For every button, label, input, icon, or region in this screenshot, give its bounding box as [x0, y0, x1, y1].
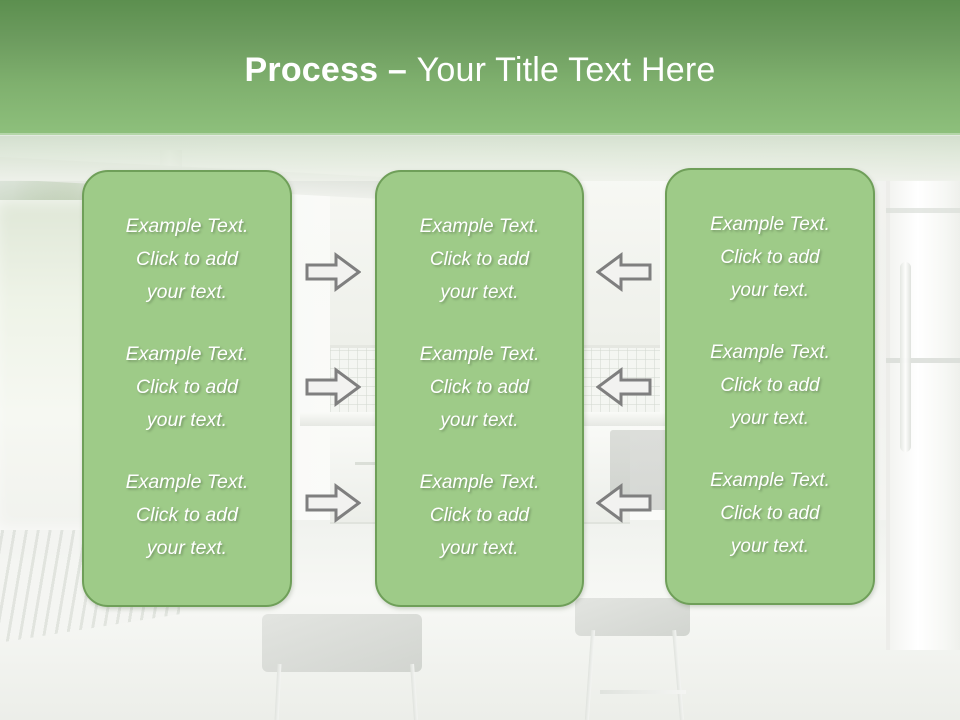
- process-text-2-1[interactable]: Example Text. Click to add your text.: [391, 210, 569, 309]
- process-text-line: Example Text.: [125, 343, 249, 365]
- process-text-line: your text.: [440, 410, 519, 431]
- process-text-line: Example Text.: [710, 342, 830, 363]
- process-text-line: your text.: [730, 280, 810, 301]
- process-text-line: Click to add: [720, 247, 820, 268]
- title-banner: Process – Your Title Text Here: [0, 0, 960, 135]
- process-text-line: Click to add: [429, 505, 530, 526]
- process-text-2-3[interactable]: Example Text. Click to add your text.: [391, 466, 569, 565]
- process-text-line: Click to add: [720, 503, 820, 524]
- process-text-line: your text.: [440, 538, 519, 559]
- process-text-line: your text.: [440, 282, 519, 303]
- process-text-line: Example Text.: [419, 344, 540, 365]
- process-text-line: your text.: [146, 537, 228, 559]
- process-text-line: Example Text.: [125, 471, 249, 493]
- page-title-rest: Your Title Text Here: [416, 51, 716, 89]
- arrow-right-icon[interactable]: [305, 483, 361, 523]
- arrow-left-icon[interactable]: [596, 367, 652, 407]
- process-text-line: Example Text.: [125, 215, 249, 237]
- process-text-line: Example Text.: [710, 470, 830, 491]
- page-title: Process – Your Title Text Here: [0, 50, 960, 90]
- background-refrigerator: [886, 180, 960, 650]
- process-text-1-3[interactable]: Example Text. Click to add your text.: [98, 466, 276, 565]
- process-text-line: Click to add: [429, 377, 530, 398]
- process-box-1[interactable]: Example Text. Click to add your text. Ex…: [82, 170, 292, 607]
- background-refrigerator-handle: [900, 262, 911, 452]
- header-divider: [0, 133, 960, 136]
- arrow-left-icon[interactable]: [596, 483, 652, 523]
- process-text-2-2[interactable]: Example Text. Click to add your text.: [391, 338, 569, 437]
- process-box-3[interactable]: Example Text. Click to add your text. Ex…: [665, 168, 875, 605]
- page-title-dash: –: [378, 51, 417, 89]
- process-text-line: Click to add: [136, 248, 238, 270]
- arrow-left-icon[interactable]: [596, 252, 652, 292]
- process-text-line: your text.: [146, 409, 228, 431]
- process-box-2[interactable]: Example Text. Click to add your text. Ex…: [375, 170, 584, 607]
- process-text-line: your text.: [146, 281, 228, 303]
- process-text-3-2[interactable]: Example Text. Click to add your text.: [681, 336, 859, 435]
- process-text-line: Example Text.: [419, 216, 540, 237]
- arrow-right-icon[interactable]: [305, 367, 361, 407]
- process-text-line: Click to add: [720, 375, 820, 396]
- process-text-line: Click to add: [136, 376, 238, 398]
- process-text-3-3[interactable]: Example Text. Click to add your text.: [681, 464, 859, 563]
- process-text-line: Click to add: [429, 249, 530, 270]
- arrow-right-icon[interactable]: [305, 252, 361, 292]
- background-refrigerator-seam: [886, 358, 960, 363]
- process-text-line: Example Text.: [419, 472, 540, 493]
- process-text-line: your text.: [730, 408, 810, 429]
- process-text-1-1[interactable]: Example Text. Click to add your text.: [98, 210, 276, 309]
- background-refrigerator-seam-top: [886, 208, 960, 213]
- process-text-1-2[interactable]: Example Text. Click to add your text.: [98, 338, 276, 437]
- process-text-line: your text.: [730, 536, 810, 557]
- process-text-3-1[interactable]: Example Text. Click to add your text.: [681, 208, 859, 307]
- process-text-line: Click to add: [136, 504, 238, 526]
- process-text-line: Example Text.: [710, 214, 830, 235]
- page-title-bold: Process: [244, 51, 379, 89]
